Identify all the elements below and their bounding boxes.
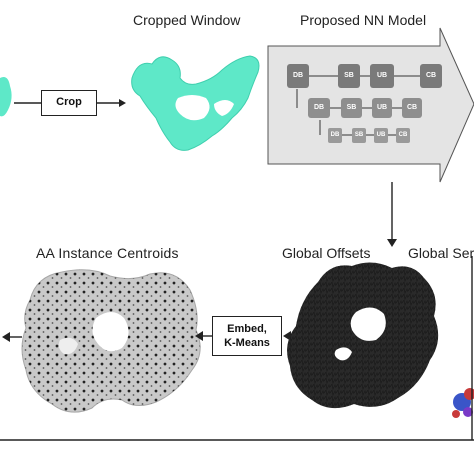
global-offsets-hole-2 [334,347,352,361]
global-offsets-hole [350,307,386,341]
embed-label: Embed, [227,323,267,335]
nn-block-db-2: DB [308,98,330,118]
cropped-window-title: Cropped Window [133,12,241,28]
global-semantic-title: Global Ser [408,245,474,261]
crop-step-box: Crop [41,90,97,116]
nn-block-ub-2: UB [372,98,392,118]
nn-connectors [296,75,420,136]
nn-block-db-1: DB [287,64,309,88]
nn-block-sb-3: SB [352,128,366,143]
kmeans-label: K-Means [224,337,270,349]
arrow-to-left-edge-head [2,332,10,342]
cropped-window-hole [175,95,210,121]
nn-block-cb-1: CB [420,64,442,88]
nn-block-db-3: DB [328,128,342,143]
arrow-from-crop-head [119,99,126,107]
aa-centroids-hole-2 [58,337,78,355]
input-protein-fragment [0,77,12,117]
nn-block-sb-2: SB [341,98,362,118]
aa-centroids-hole [92,312,129,352]
global-semantic-fragment [452,388,474,418]
nn-block-ub-3: UB [374,128,388,143]
aa-centroids-title: AA Instance Centroids [36,245,179,261]
nn-block-sb-1: SB [338,64,360,88]
cropped-window-hole-2 [214,100,234,116]
nn-block-cb-2: CB [402,98,422,118]
nn-block-ub-1: UB [370,64,394,88]
nn-block-cb-3: CB [396,128,410,143]
arrow-panel-to-outputs-head [387,239,397,247]
proposed-model-title: Proposed NN Model [300,12,427,28]
embed-kmeans-step-box: Embed, K-Means [212,316,282,356]
arrow-offsets-to-embed-head [283,331,291,341]
arrow-embed-to-centroids-head [195,331,203,341]
global-offsets-title: Global Offsets [282,245,371,261]
